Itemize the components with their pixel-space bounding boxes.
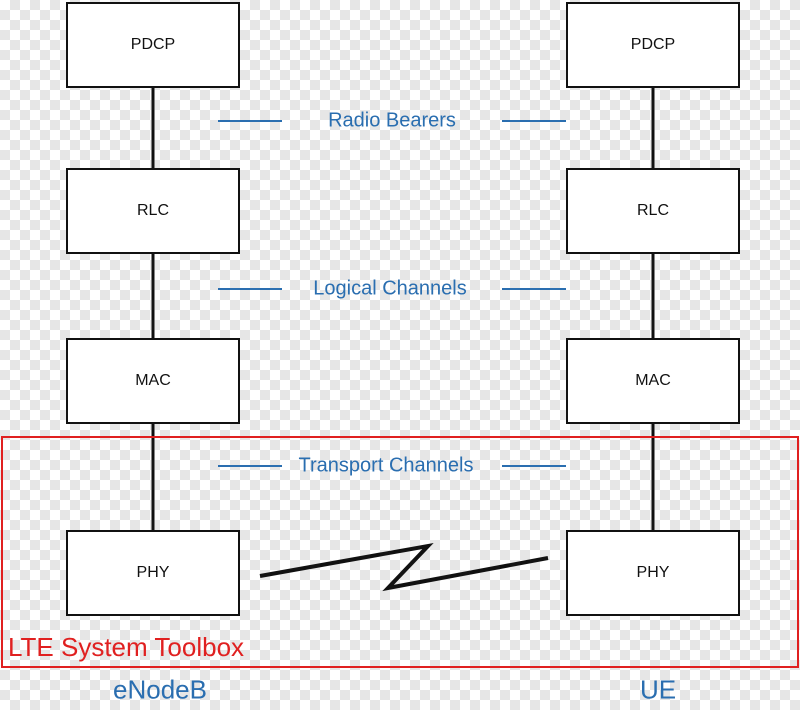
left-rlc-box: RLC bbox=[66, 168, 240, 254]
left-pdcp-box: PDCP bbox=[66, 2, 240, 88]
right-rlc-label: RLC bbox=[636, 202, 669, 219]
right-pdcp-box: PDCP bbox=[566, 2, 740, 88]
left-phy-box: PHY bbox=[66, 530, 240, 616]
radio-bearers-label: Radio Bearers bbox=[328, 109, 456, 132]
logical-channels-label: Logical Channels bbox=[313, 277, 467, 300]
right-rlc-box: RLC bbox=[566, 168, 740, 254]
transport-channels-label: Transport Channels bbox=[298, 454, 474, 477]
lte-system-toolbox-title: LTE System Toolbox bbox=[8, 632, 245, 662]
left-mac-label: MAC bbox=[135, 372, 171, 389]
right-pdcp-label: PDCP bbox=[630, 36, 676, 53]
lte-system-toolbox-frame bbox=[1, 436, 799, 668]
left-rlc-label: RLC bbox=[136, 202, 169, 219]
right-mac-box: MAC bbox=[566, 338, 740, 424]
left-phy-label: PHY bbox=[136, 564, 170, 581]
radio-link-zigzag bbox=[259, 542, 549, 592]
ue-label: UE bbox=[639, 674, 677, 705]
left-mac-box: MAC bbox=[66, 338, 240, 424]
enodeb-label: eNodeB bbox=[113, 674, 207, 705]
right-phy-label: PHY bbox=[636, 564, 670, 581]
left-pdcp-label: PDCP bbox=[130, 36, 176, 53]
right-phy-box: PHY bbox=[566, 530, 740, 616]
right-mac-label: MAC bbox=[635, 372, 671, 389]
